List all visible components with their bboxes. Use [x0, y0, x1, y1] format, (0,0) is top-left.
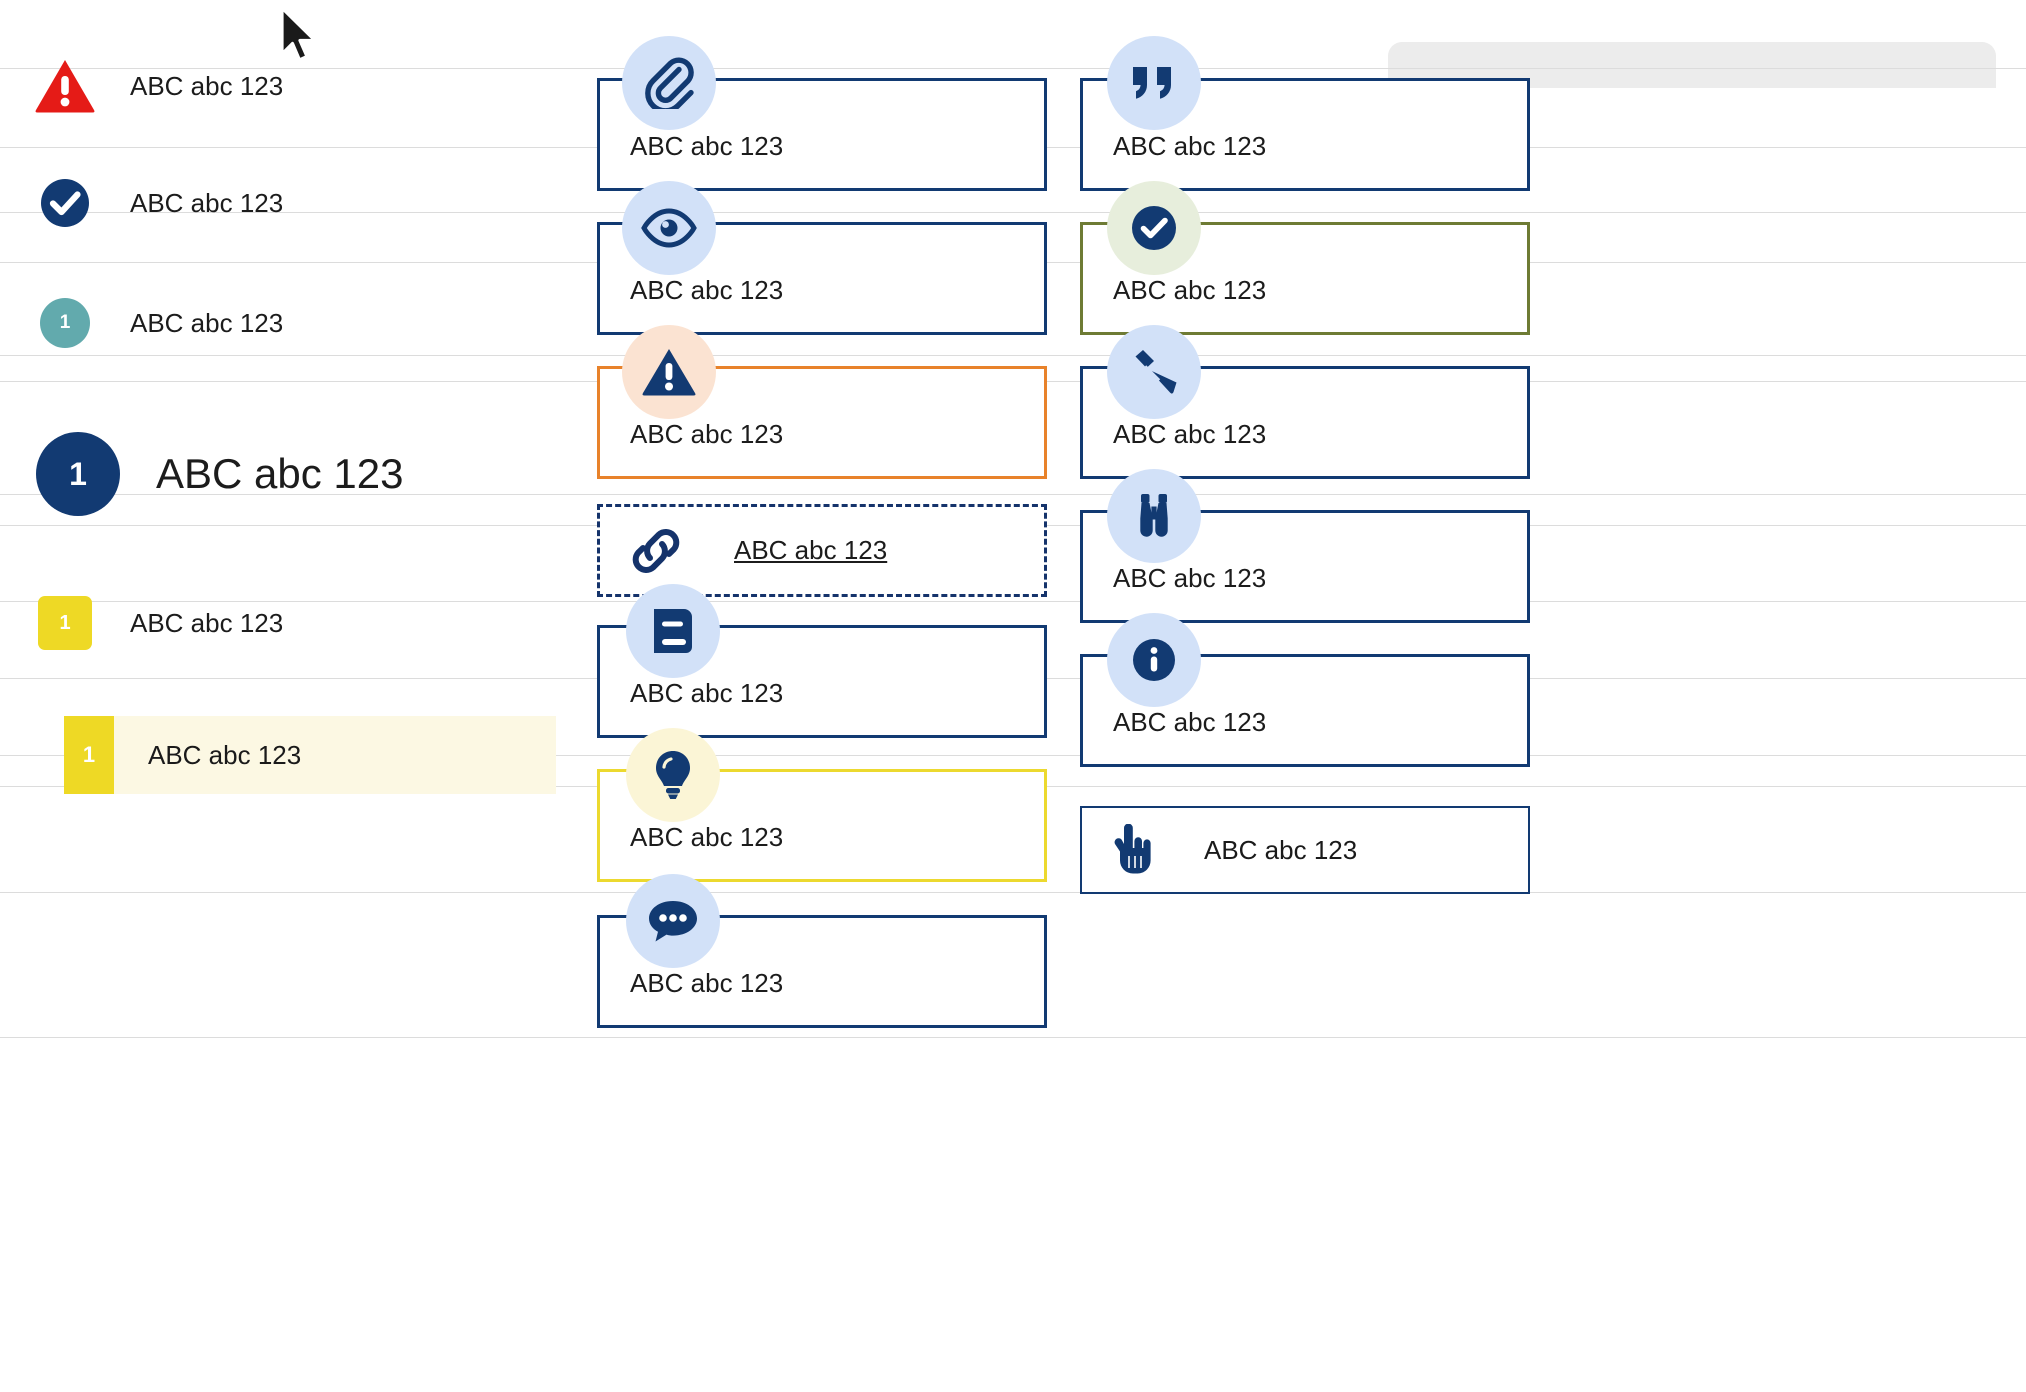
- warning-triangle-icon: [0, 58, 130, 114]
- list-item-label: ABC abc 123: [130, 307, 284, 338]
- pencil-icon: [1107, 325, 1201, 419]
- list-item-label: ABC abc 123: [130, 187, 284, 218]
- binoculars-icon: [1107, 469, 1201, 563]
- paperclip-icon: [622, 36, 716, 130]
- card-link-label[interactable]: ABC abc 123: [734, 535, 888, 565]
- list-item[interactable]: 1 ABC abc 123: [0, 298, 580, 348]
- status-list: ABC abc 123 ABC abc 123 1 ABC abc 123 1 …: [0, 0, 580, 1392]
- card-label: ABC abc 123: [1113, 563, 1267, 593]
- check-circle-icon: [1107, 181, 1201, 275]
- divider-line: [0, 892, 2026, 893]
- quote-icon: [1107, 36, 1201, 130]
- divider-line: [0, 494, 2026, 495]
- divider-line: [0, 355, 2026, 356]
- divider-line: [0, 755, 2026, 756]
- card-label: ABC abc 123: [1113, 419, 1267, 449]
- list-item-label: ABC abc 123: [130, 70, 284, 101]
- card-link[interactable]: ABC abc 123: [597, 504, 1047, 597]
- list-item[interactable]: 1 ABC abc 123: [0, 596, 580, 650]
- list-item-label: ABC abc 123: [148, 739, 302, 770]
- card-label: ABC abc 123: [1204, 834, 1358, 865]
- card-attachment[interactable]: ABC abc 123: [597, 78, 1047, 191]
- divider-line: [0, 212, 2026, 213]
- card-label: ABC abc 123: [630, 678, 784, 708]
- card-success[interactable]: ABC abc 123: [1080, 222, 1530, 335]
- lightbulb-icon: [626, 728, 720, 822]
- card-action[interactable]: ABC abc 123: [1080, 806, 1530, 894]
- pointing-hand-icon: [1110, 824, 1154, 876]
- list-item[interactable]: ABC abc 123: [0, 178, 580, 228]
- list-item[interactable]: ABC abc 123: [0, 58, 580, 114]
- card-label: ABC abc 123: [630, 131, 784, 161]
- card-label: ABC abc 123: [630, 822, 784, 852]
- list-item-selected[interactable]: 1 ABC abc 123: [64, 716, 556, 794]
- eye-icon: [622, 181, 716, 275]
- card-label: ABC abc 123: [630, 419, 784, 449]
- badge-number: 1: [59, 312, 71, 333]
- divider-line: [0, 601, 2026, 602]
- check-circle-icon: [0, 178, 130, 228]
- badge-number: 1: [59, 611, 71, 634]
- list-item-label: ABC abc 123: [156, 450, 404, 497]
- link-icon: [628, 528, 684, 574]
- number-badge-icon: 1: [0, 432, 156, 516]
- book-icon: [626, 584, 720, 678]
- divider-line: [0, 1037, 2026, 1038]
- badge-number: 1: [82, 742, 96, 767]
- warning-triangle-icon: [622, 325, 716, 419]
- number-badge-icon: 1: [64, 716, 114, 794]
- badge-number: 1: [69, 455, 87, 492]
- card-label: ABC abc 123: [1113, 707, 1267, 737]
- chat-bubble-icon: [626, 874, 720, 968]
- divider-line: [0, 68, 2026, 69]
- card-label: ABC abc 123: [630, 968, 784, 998]
- list-item[interactable]: 1 ABC abc 123: [0, 432, 580, 516]
- card-label: ABC abc 123: [1113, 275, 1267, 305]
- info-circle-icon: [1107, 613, 1201, 707]
- card-label: ABC abc 123: [1113, 131, 1267, 161]
- number-badge-icon: 1: [0, 596, 130, 650]
- list-item-label: ABC abc 123: [130, 607, 284, 638]
- card-label: ABC abc 123: [630, 275, 784, 305]
- number-badge-icon: 1: [0, 298, 130, 348]
